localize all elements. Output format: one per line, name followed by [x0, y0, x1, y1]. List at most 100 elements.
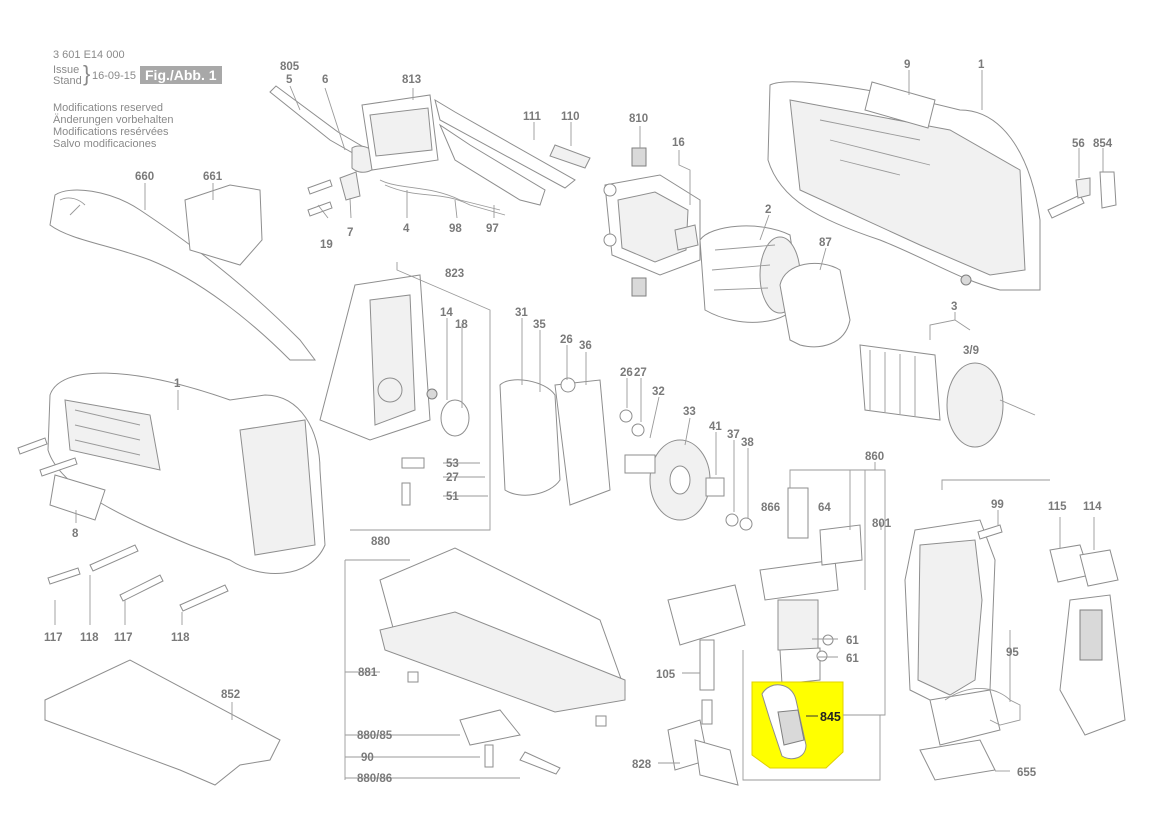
issue-brace: }	[83, 61, 91, 86]
label-38: 38	[741, 437, 754, 449]
label-805: 805	[280, 61, 300, 73]
label-4: 4	[403, 223, 410, 235]
switch-module-part	[361, 94, 506, 216]
washer-27-part	[619, 409, 633, 423]
label-32: 32	[652, 386, 665, 398]
label-33: 33	[683, 406, 696, 418]
label-53: 53	[446, 458, 459, 470]
label-18: 18	[455, 319, 468, 331]
label-61-b: 61	[846, 653, 859, 665]
gear-housing-801-part	[904, 519, 1001, 746]
label-115: 115	[1048, 501, 1067, 513]
label-3: 3	[951, 301, 957, 313]
label-661: 661	[203, 171, 223, 183]
clamp-7-part	[339, 171, 361, 201]
label-866: 866	[761, 502, 780, 514]
label-845-highlighted: 845	[820, 710, 841, 724]
label-880-86: 880/86	[357, 773, 392, 785]
gasket-31-part	[499, 379, 561, 496]
part-854	[1099, 171, 1117, 209]
bolt-61b-part	[816, 650, 828, 662]
washer-26-part	[560, 377, 576, 393]
pin-51-part	[401, 482, 411, 506]
label-655: 655	[1017, 767, 1037, 779]
label-3-9: 3/9	[963, 345, 979, 357]
label-852: 852	[221, 689, 240, 701]
label-118-b: 118	[171, 632, 190, 644]
lever-828-part	[667, 719, 739, 786]
housing-half-1-part	[767, 81, 1041, 291]
wire-95-part	[944, 688, 1021, 726]
label-plate-9-part	[864, 81, 936, 129]
bearing-41-part	[705, 477, 725, 497]
label-8: 8	[72, 528, 79, 540]
label-26-b: 26	[620, 367, 633, 379]
label-1-top: 1	[978, 59, 985, 71]
label-26-a: 26	[560, 334, 573, 346]
plunger-866-part	[759, 487, 839, 685]
highlight-845	[751, 681, 844, 769]
label-95: 95	[1006, 647, 1019, 659]
gear-housing-823-part	[319, 274, 438, 441]
label-7: 7	[347, 227, 353, 239]
label-27-b: 27	[446, 472, 459, 484]
label-1-left: 1	[174, 378, 181, 390]
label-2: 2	[765, 204, 771, 216]
part-labels: 805 5 6 813 111 110 810 16 9 1 56 854 66…	[44, 59, 1113, 785]
screws-117-118-part	[17, 437, 229, 612]
pcb-114-part	[1049, 544, 1126, 736]
base-cover-852-part	[44, 659, 281, 786]
label-881: 881	[358, 667, 378, 679]
issue-label: Issue	[53, 64, 80, 76]
carbon-brush-810-part	[631, 147, 647, 297]
bolt-61a-part	[822, 634, 834, 646]
label-828: 828	[632, 759, 652, 771]
leader-lines	[54, 70, 1104, 781]
label-880-85: 880/85	[357, 730, 393, 742]
plate-36-part	[554, 379, 611, 506]
note-fr: Modifications resérvées	[53, 126, 169, 138]
screw-56-part	[1047, 177, 1091, 219]
issue-date: 16-09-15	[92, 70, 137, 82]
label-111: 111	[523, 111, 542, 123]
label-37: 37	[727, 429, 740, 441]
gear-33-part	[649, 439, 711, 521]
label-114: 114	[1083, 501, 1102, 513]
screw-19-part	[307, 179, 333, 217]
bearing-14-part	[440, 399, 470, 437]
label-860: 860	[865, 451, 884, 463]
support-roller-105-part	[667, 584, 746, 725]
label-854: 854	[1093, 138, 1113, 150]
cable-channel-660-part	[49, 189, 316, 361]
label-118-a: 118	[80, 632, 99, 644]
label-14: 14	[440, 307, 453, 319]
label-9: 9	[904, 59, 910, 71]
label-880: 880	[371, 536, 390, 548]
washer-37-part	[725, 513, 739, 527]
label-51: 51	[446, 491, 459, 503]
power-cord-part	[269, 85, 379, 173]
label-660: 660	[135, 171, 154, 183]
label-61-a: 61	[846, 635, 859, 647]
note-en: Modifications reserved	[53, 102, 164, 114]
ring-87-part	[779, 262, 851, 348]
label-16: 16	[672, 137, 685, 149]
part-110	[549, 144, 591, 169]
label-813: 813	[402, 74, 421, 86]
label-90: 90	[361, 752, 374, 764]
figure-label: Fig./Abb. 1	[140, 66, 222, 84]
stand-label: Stand	[53, 75, 82, 87]
label-810: 810	[629, 113, 648, 125]
guide-64-part	[819, 524, 863, 566]
label-64: 64	[818, 502, 831, 514]
screw-99-part	[977, 524, 1003, 540]
brush-holder-16-part	[603, 174, 701, 276]
cover-661-part	[184, 184, 263, 266]
housing-half-1b-part	[47, 372, 326, 574]
armature-3-part	[859, 344, 1036, 448]
document-number: 3 601 E14 000	[53, 49, 125, 61]
label-97: 97	[486, 223, 499, 235]
note-de: Änderungen vorbehalten	[53, 114, 174, 126]
label-117-b: 117	[114, 632, 133, 644]
